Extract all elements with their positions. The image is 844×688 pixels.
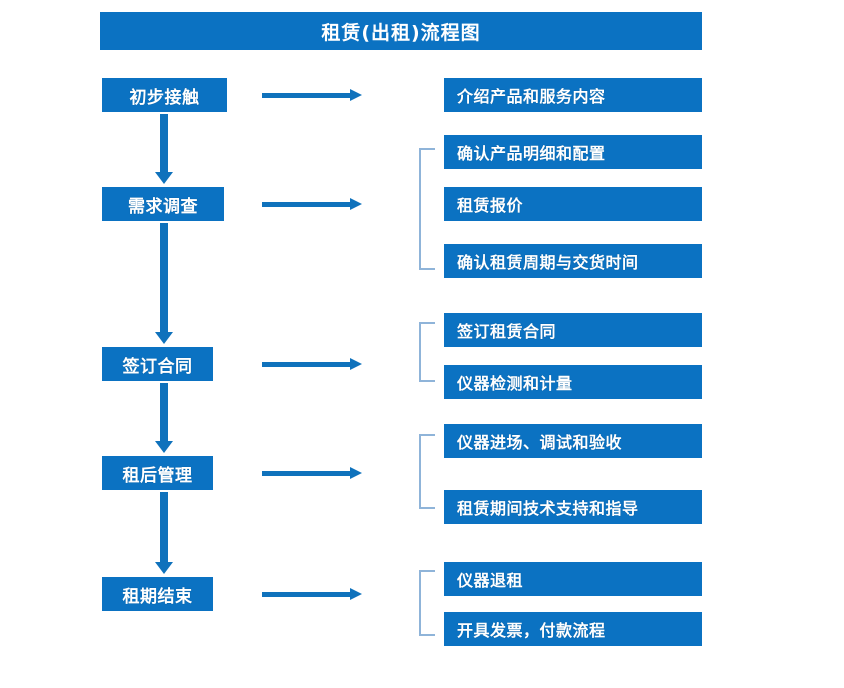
- down-arrow-icon-3: [155, 383, 173, 453]
- stage-box-demand-survey[interactable]: 需求调查: [102, 187, 224, 221]
- detail-box-confirm-lease-period[interactable]: 确认租赁周期与交货时间: [444, 244, 702, 278]
- right-arrow-icon-1: [262, 87, 362, 103]
- down-arrow-icon-1: [155, 114, 173, 184]
- detail-box-invoice-payment[interactable]: 开具发票，付款流程: [444, 612, 702, 646]
- detail-box-technical-support[interactable]: 租赁期间技术支持和指导: [444, 490, 702, 524]
- group-bracket-post-rental: [419, 434, 435, 509]
- down-arrow-icon-2: [155, 223, 173, 344]
- detail-box-instrument-inspection[interactable]: 仪器检测和计量: [444, 365, 702, 399]
- right-arrow-icon-3: [262, 356, 362, 372]
- page-title: 租赁(出租)流程图: [100, 12, 702, 50]
- stage-box-post-rental-management[interactable]: 租后管理: [102, 456, 213, 490]
- right-arrow-icon-5: [262, 586, 362, 602]
- detail-box-instrument-entry[interactable]: 仪器进场、调试和验收: [444, 424, 702, 458]
- right-arrow-icon-2: [262, 196, 362, 212]
- detail-box-sign-lease-contract[interactable]: 签订租赁合同: [444, 313, 702, 347]
- group-bracket-sign-contract: [419, 322, 435, 382]
- detail-box-rental-quotation[interactable]: 租赁报价: [444, 187, 702, 221]
- group-bracket-demand-survey: [419, 148, 435, 270]
- down-arrow-icon-4: [155, 492, 173, 574]
- group-bracket-lease-end: [419, 570, 435, 636]
- detail-box-introduce-products[interactable]: 介绍产品和服务内容: [444, 78, 702, 112]
- detail-box-confirm-product-details[interactable]: 确认产品明细和配置: [444, 135, 702, 169]
- stage-box-initial-contact[interactable]: 初步接触: [102, 78, 227, 112]
- right-arrow-icon-4: [262, 465, 362, 481]
- stage-box-sign-contract[interactable]: 签订合同: [102, 347, 213, 381]
- stage-box-lease-end[interactable]: 租期结束: [102, 577, 213, 611]
- detail-box-instrument-return[interactable]: 仪器退租: [444, 562, 702, 596]
